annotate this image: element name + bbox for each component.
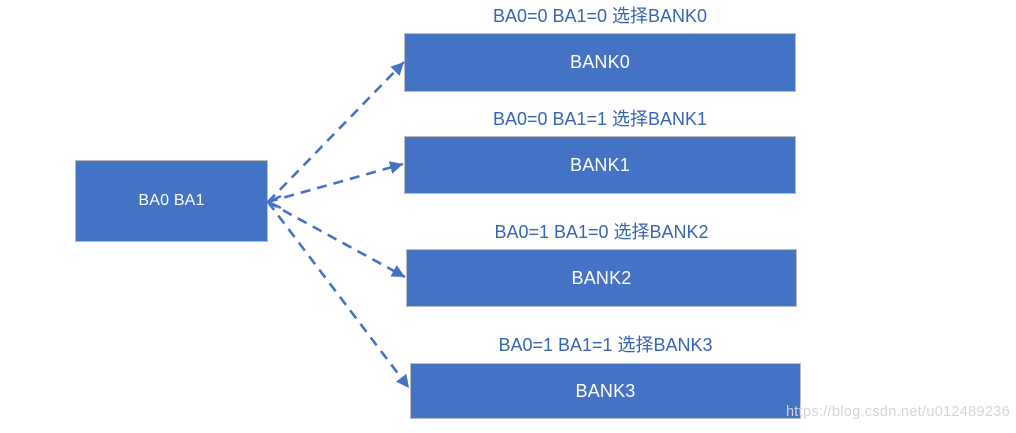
bank3-caption: BA0=1 BA1=1 选择BANK3 [498,335,713,355]
source-node: BA0 BA1 [75,160,268,242]
bank3-node-label: BANK3 [575,380,636,401]
bank2-caption: BA0=1 BA1=0 选择BANK2 [494,222,709,242]
watermark-url: https://blog.csdn.net/u012489236 [785,404,1010,420]
bank3-node: BANK3 [410,363,801,419]
dashed-arrow-bank1 [267,161,404,204]
bank1-node-label: BANK1 [569,154,631,175]
source-node-label: BA0 BA1 [138,192,205,209]
bank2-node-label: BANK2 [571,267,632,288]
bank2-node: BANK2 [406,249,797,307]
dashed-arrow-bank3 [266,201,411,389]
bank0-node-label: BANK0 [569,52,631,72]
bank1-node: BANK1 [404,136,796,194]
dashed-arrow-bank2 [267,200,406,279]
bank0-node: BANK0 [404,33,796,92]
bank0-caption: BA0=0 BA1=0 选择BANK0 [492,6,708,26]
dashed-arrow-bank0 [267,61,405,203]
origin-arrowhead-icon [265,195,282,209]
bank1-caption: BA0=0 BA1=1 选择BANK1 [492,109,708,129]
